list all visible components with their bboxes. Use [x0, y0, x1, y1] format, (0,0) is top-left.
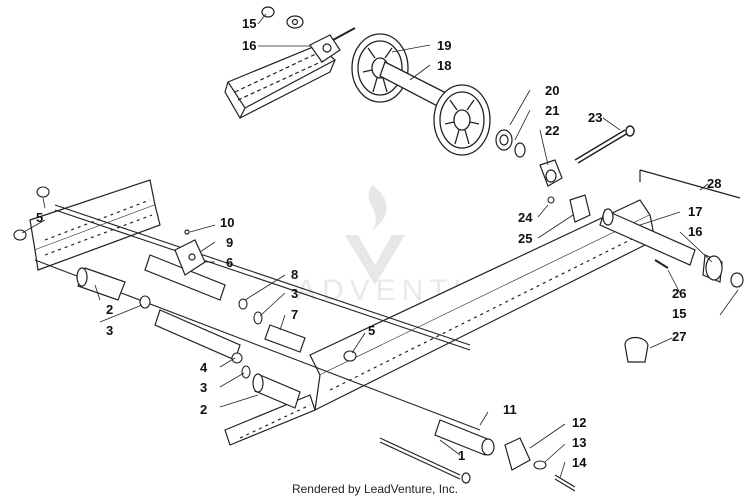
callout-23: 23 [588, 110, 602, 125]
callout-2-upper: 2 [106, 302, 113, 317]
flame-chevron-logo-icon [345, 185, 405, 285]
long-bolt-23 [574, 125, 635, 164]
callout-26: 26 [672, 286, 686, 301]
callout-16-right: 16 [688, 224, 702, 239]
callout-22: 22 [545, 123, 559, 138]
washer-nut-top [261, 6, 304, 29]
callout-19: 19 [437, 38, 451, 53]
callout-17: 17 [688, 204, 702, 219]
callout-10: 10 [220, 215, 234, 230]
callout-labels: 15 16 19 18 20 21 22 23 28 17 16 24 25 2… [36, 16, 721, 470]
snap-ring [514, 142, 526, 158]
callout-21: 21 [545, 103, 559, 118]
callout-12: 12 [572, 415, 586, 430]
callout-9: 9 [226, 235, 233, 250]
callout-20: 20 [545, 83, 559, 98]
right-parts [569, 194, 744, 363]
right-rail [224, 199, 656, 446]
callout-15-right: 15 [672, 306, 686, 321]
callout-7: 7 [291, 307, 298, 322]
top-bracket [309, 27, 356, 63]
upper-rail-section [224, 44, 337, 120]
spacer-tubes [76, 254, 495, 456]
callout-8: 8 [291, 267, 298, 282]
axle-cap [539, 159, 563, 187]
left-rail [29, 179, 161, 271]
leader-lines-lower [21, 183, 739, 479]
lower-bolt-parts [461, 169, 741, 492]
callout-4: 4 [200, 360, 208, 375]
callout-3-left: 3 [106, 323, 113, 338]
callout-3-upper: 3 [291, 286, 298, 301]
footer-credit: Rendered by LeadVenture, Inc. [291, 482, 459, 496]
callout-27: 27 [672, 329, 686, 344]
washers-nuts [13, 186, 555, 470]
callout-1: 1 [458, 448, 465, 463]
idler-wheel-left [351, 33, 409, 103]
callout-2-lower: 2 [200, 402, 207, 417]
callout-28: 28 [707, 176, 721, 191]
callout-5-left: 5 [36, 210, 43, 225]
bearing [495, 129, 513, 151]
leader-lines-top [257, 13, 621, 166]
callout-16-top: 16 [242, 38, 256, 53]
callout-11: 11 [503, 402, 517, 417]
callout-6: 6 [226, 255, 233, 270]
callout-24: 24 [518, 210, 533, 225]
callout-5-center: 5 [368, 323, 375, 338]
callout-25: 25 [518, 231, 532, 246]
idler-wheel-right [433, 84, 491, 156]
callout-13: 13 [572, 435, 586, 450]
callout-18: 18 [437, 58, 451, 73]
callout-3-lower: 3 [200, 380, 207, 395]
callout-15-top: 15 [242, 16, 256, 31]
callout-14: 14 [572, 455, 587, 470]
